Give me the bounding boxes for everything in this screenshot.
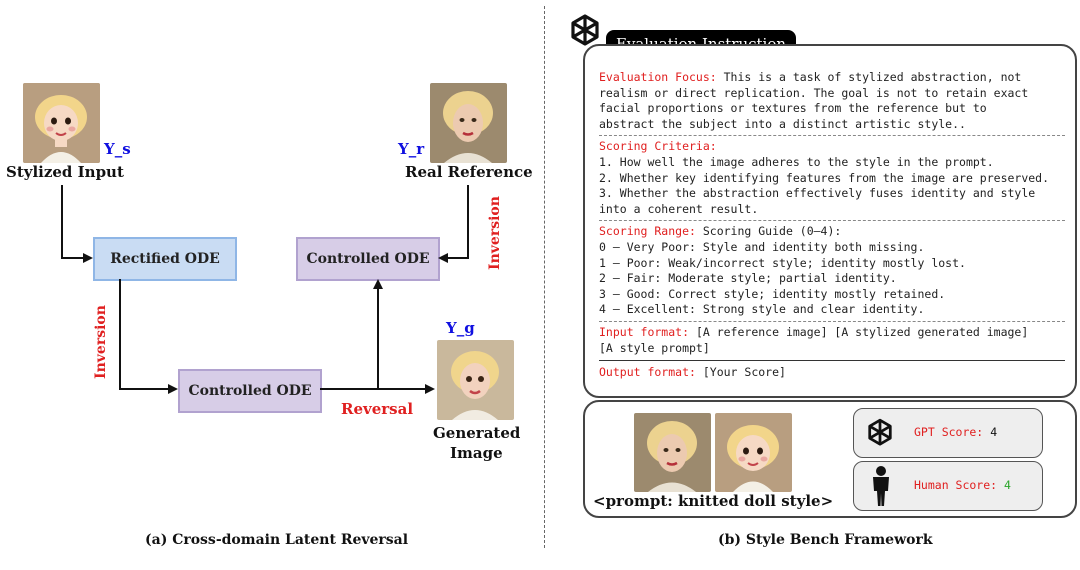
openai-logo-icon (564, 10, 606, 52)
human-score: Human Score: 4 (914, 478, 1011, 492)
focus-line-4: abstract the subject into a distinct art… (599, 116, 966, 131)
criteria-item: into a coherent result. (599, 201, 759, 216)
rectified-ode-node: Rectified ODE (93, 237, 237, 281)
stylized-input-image (23, 83, 100, 163)
scoring-criteria-label: Scoring Criteria: (599, 139, 717, 154)
real-reference-label: Real Reference (405, 163, 533, 181)
gpt-score-box: GPT Score: 4 (853, 408, 1043, 458)
input-format: Input format: [A reference image] [A sty… (599, 324, 1029, 339)
range-item: 3 – Good: Correct style; identity mostly… (599, 286, 946, 301)
generated-image (437, 340, 514, 420)
panel-divider (544, 6, 545, 548)
human-score-box: Human Score: 4 (853, 461, 1043, 511)
arrow-reference-to-controlled (438, 185, 469, 263)
divider (599, 320, 1065, 322)
real-reference-image (430, 83, 507, 163)
flow-arrows (61, 185, 469, 394)
focus-line-3: facial proportions or textures from the … (599, 101, 987, 116)
solid-divider (599, 360, 1065, 362)
y-g-label: Y_g (446, 319, 475, 337)
stylized-thumbnail (715, 413, 792, 492)
range-item: 2 – Fair: Moderate style; partial identi… (599, 271, 897, 286)
criteria-item: 2. Whether key identifying features from… (599, 170, 1050, 185)
y-s-label: Y_s (104, 140, 131, 158)
criteria-item: 3. Whether the abstraction effectively f… (599, 186, 1036, 201)
arrow-rectified-to-controlled (119, 279, 178, 394)
openai-logo-icon (868, 418, 892, 446)
divider (599, 135, 1065, 137)
output-format: Output format: [Your Score] (599, 365, 786, 380)
input-format-line-2: [A style prompt] (599, 340, 710, 355)
range-item: 1 – Poor: Weak/incorrect style; identity… (599, 255, 966, 270)
caption-a: (a) Cross-domain Latent Reversal (145, 532, 409, 548)
stylized-input-label: Stylized Input (6, 163, 124, 181)
y-r-label: Y_r (398, 140, 425, 158)
generated-image-label-line2: Image (450, 444, 503, 462)
controlled-ode-bottom-node: Controlled ODE (178, 369, 322, 413)
inversion-right-label: Inversion (487, 196, 503, 270)
criteria-item: 1. How well the image adheres to the sty… (599, 154, 994, 169)
person-silhouette-icon (873, 466, 889, 506)
reversal-label: Reversal (341, 400, 414, 418)
generated-image-label-line1: Generated (433, 424, 521, 442)
prompt-caption: <prompt: knitted doll style> (593, 492, 834, 510)
range-item: 4 – Excellent: Strong style and clear id… (599, 302, 925, 317)
instruction-box: Evaluation Focus: This is a task of styl… (583, 44, 1077, 398)
caption-b: (b) Style Bench Framework (718, 532, 933, 548)
arrow-input-to-rectified (61, 185, 93, 263)
scoring-range: Scoring Range: Scoring Guide (0–4): (599, 224, 842, 239)
focus-line-2: realism or direct replication. The goal … (599, 85, 1029, 100)
divider (599, 220, 1065, 222)
evaluation-focus: Evaluation Focus: This is a task of styl… (599, 70, 1022, 84)
reference-thumbnail (634, 413, 711, 492)
controlled-ode-top-node: Controlled ODE (296, 237, 440, 281)
inversion-left-label: Inversion (93, 305, 109, 379)
gpt-score: GPT Score: 4 (914, 425, 998, 439)
range-item: 0 – Very Poor: Style and identity both m… (599, 239, 925, 254)
